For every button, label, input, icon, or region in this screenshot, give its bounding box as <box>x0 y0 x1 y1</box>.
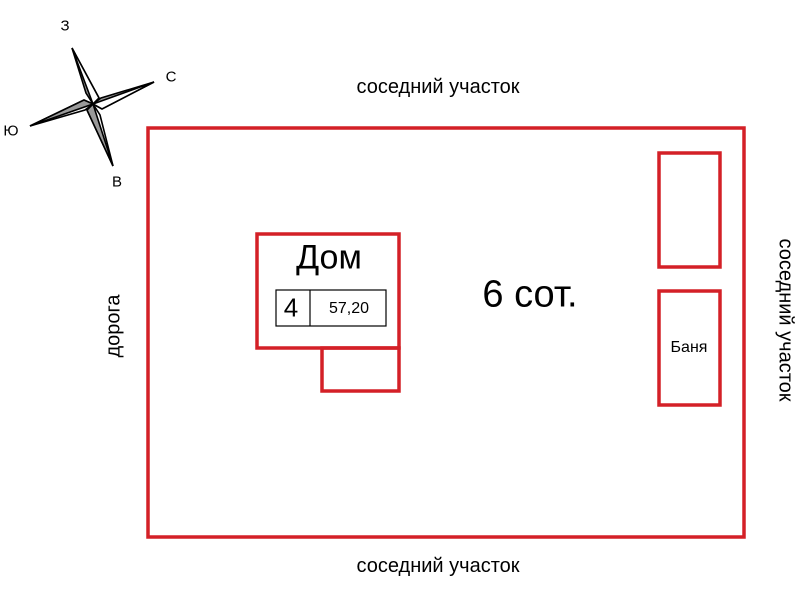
compass-arm-ne-shade <box>91 81 155 110</box>
plot-boundary <box>146 126 746 539</box>
house-title: Дом <box>296 238 362 277</box>
compass-rose-icon <box>29 47 155 167</box>
banya-outline <box>657 289 722 407</box>
house-rooms-value: 4 <box>283 292 299 323</box>
outbuilding-upper <box>657 151 722 269</box>
compass-label-east: С <box>165 68 177 86</box>
compass-label-south: Ю <box>3 122 19 140</box>
compass-label-north: З <box>60 17 70 35</box>
house-info-box <box>275 289 387 327</box>
plot-area-label: 6 сот. <box>482 273 578 316</box>
house-area-value: 57,20 <box>328 300 370 317</box>
house-annex <box>320 346 401 393</box>
compass-label-west: В <box>111 173 123 191</box>
neighbor-plot-right-label: соседний участок <box>774 238 797 402</box>
neighbor-plot-bottom-label: соседний участок <box>356 555 520 577</box>
road-label: дорога <box>102 294 125 358</box>
compass-arm-n-shade <box>71 47 100 106</box>
neighbor-plot-top-label: соседний участок <box>356 76 520 98</box>
compass-arm-s-shade <box>86 102 114 167</box>
compass-arm-sw-shade <box>29 99 96 127</box>
banya-label: Баня <box>670 339 708 356</box>
